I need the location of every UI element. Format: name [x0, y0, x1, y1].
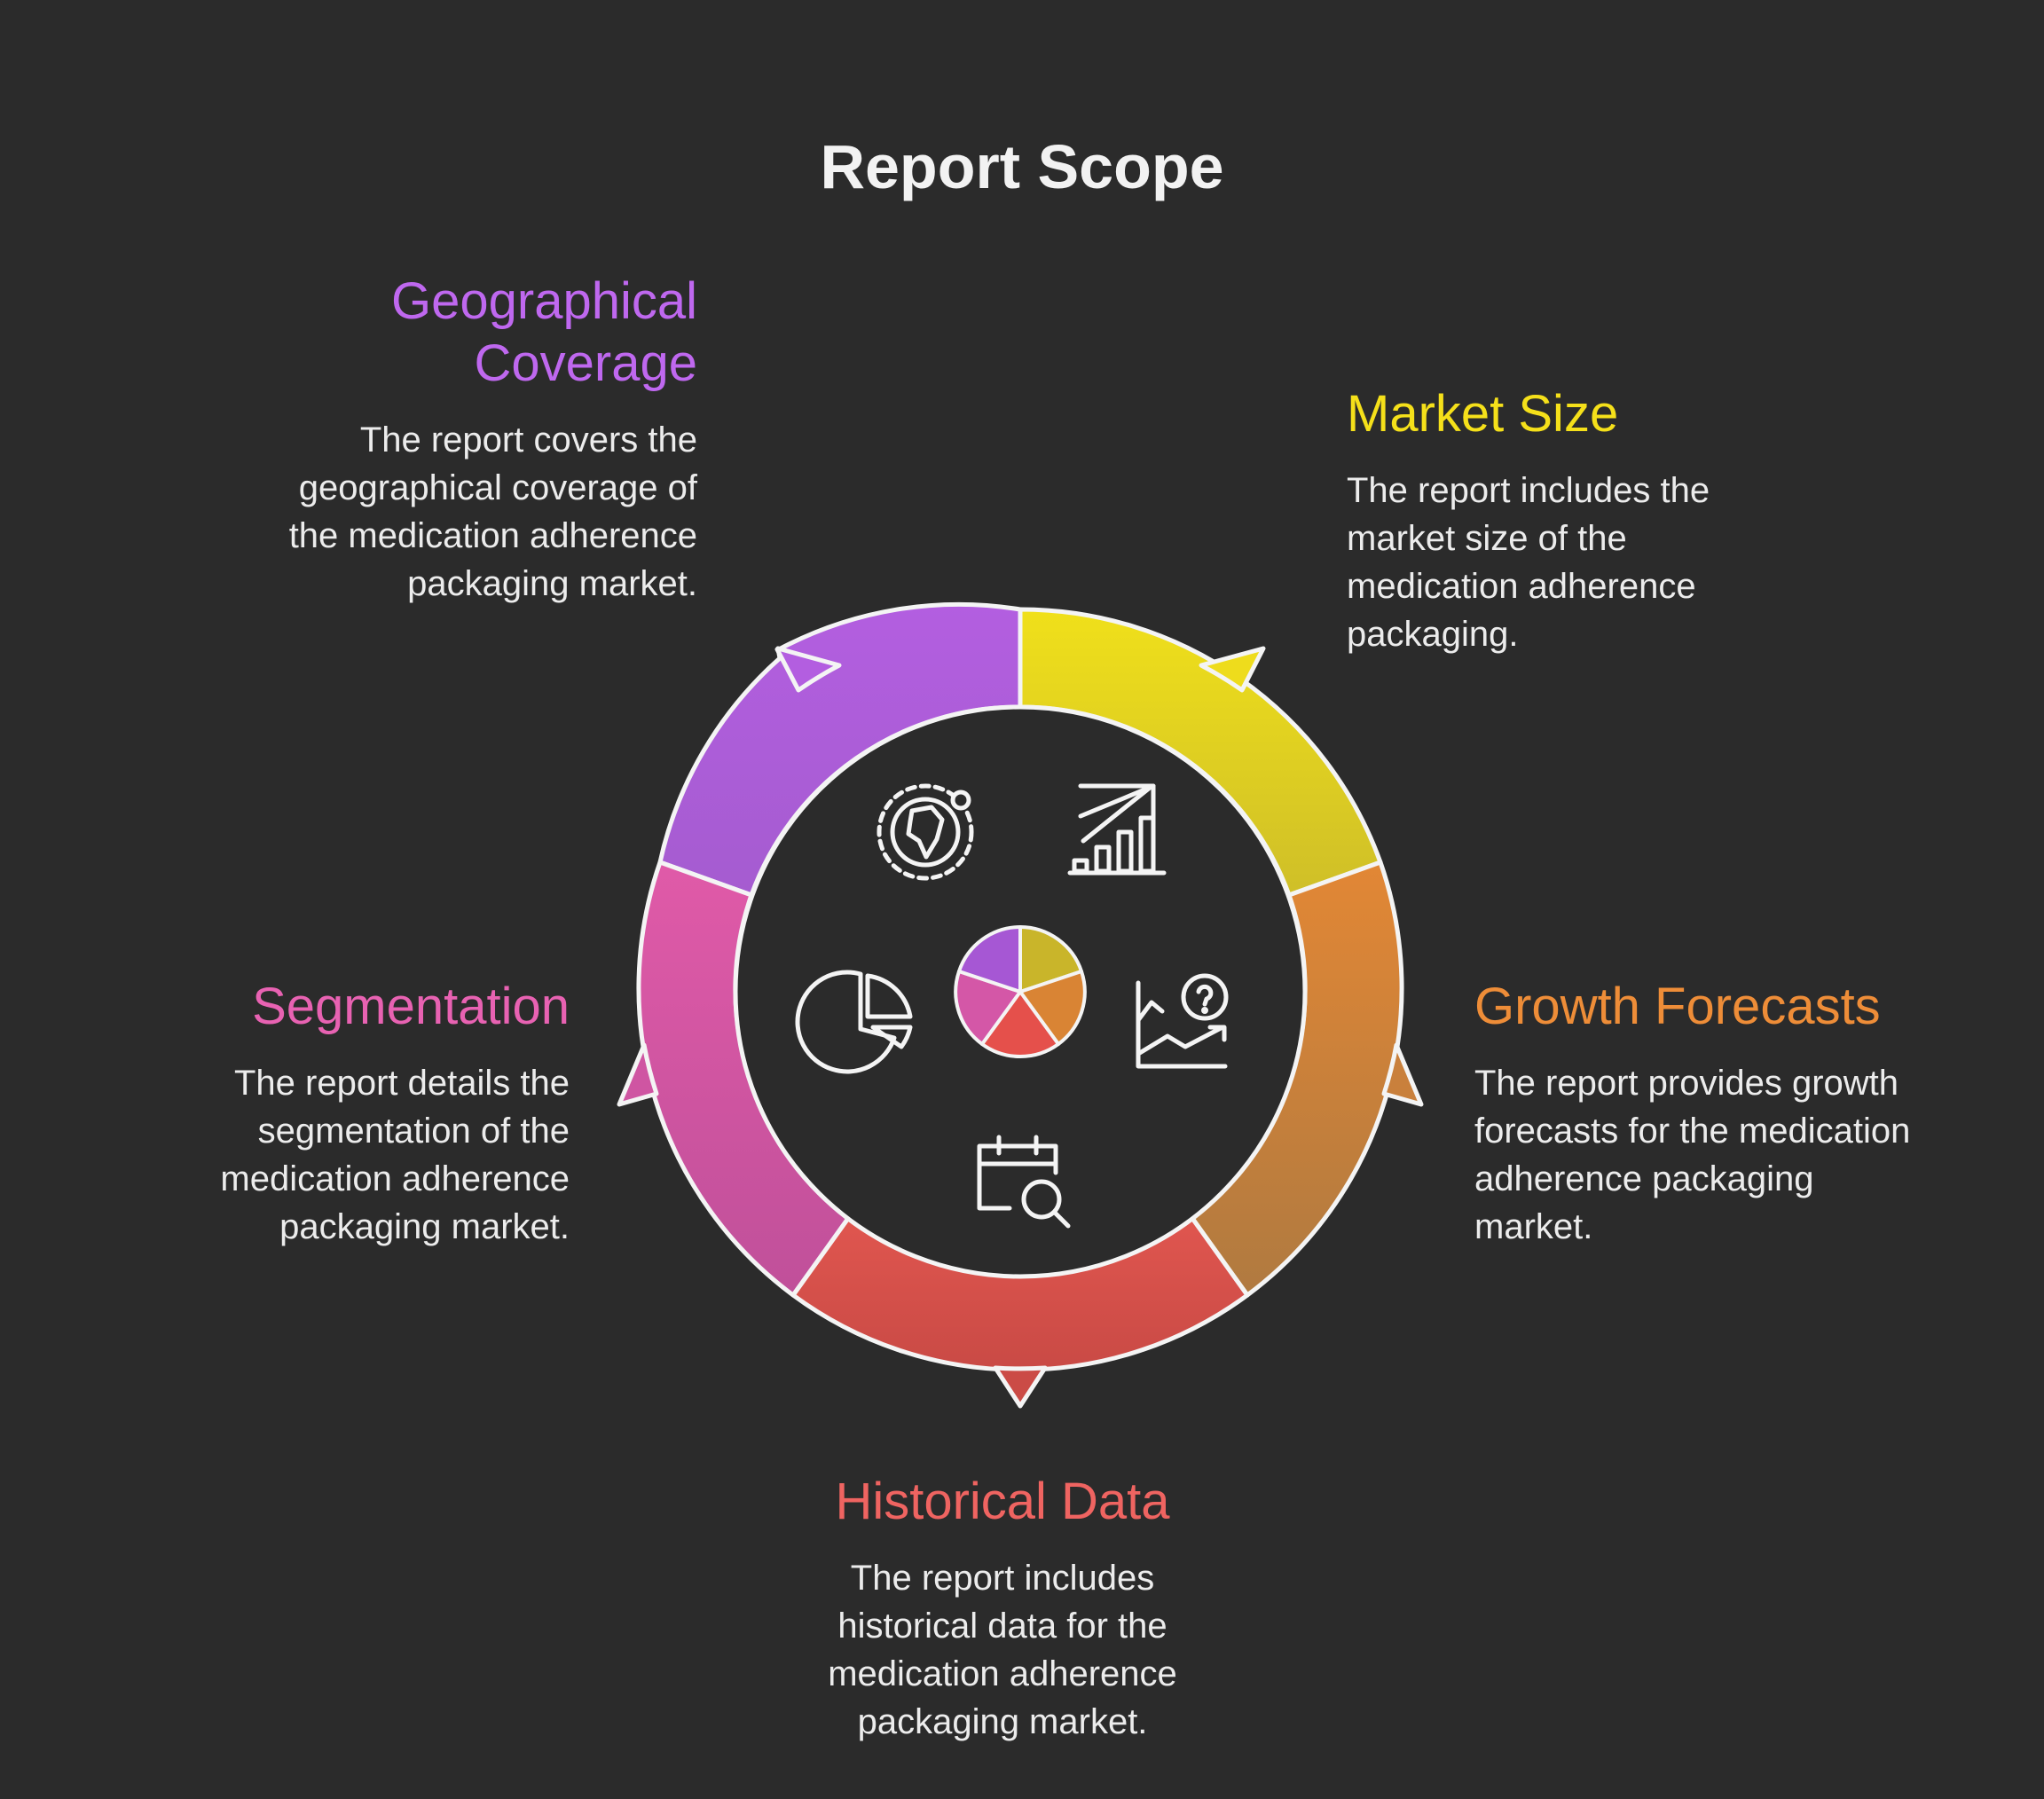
geographical-description: The report covers the geographical cover…: [288, 420, 697, 603]
pointer-market-size: [1199, 646, 1266, 693]
bar-growth-icon: [1067, 783, 1167, 876]
growth-heading: Growth Forecasts: [1474, 978, 1881, 1035]
segmentation-description: The report details the segmentation of t…: [220, 1064, 570, 1246]
section-growth: Growth Forecasts The report provides gro…: [1474, 976, 1936, 1251]
section-historical: Historical Data The report includes hist…: [790, 1471, 1215, 1746]
section-market-size: Market Size The report includes the mark…: [1347, 383, 1790, 658]
pie-segment-icon: [795, 970, 913, 1074]
pointer-growth: [1381, 1042, 1424, 1107]
section-segmentation: Segmentation The report details the segm…: [142, 976, 570, 1251]
center-pie-icon: [954, 925, 1087, 1058]
pointer-geographical: [774, 646, 842, 693]
market-size-heading: Market Size: [1347, 385, 1619, 443]
calendar-search-icon: [977, 1135, 1071, 1229]
page-title: Report Scope: [820, 132, 1224, 201]
forecast-chart-icon: [1136, 973, 1229, 1069]
historical-description: The report includes historical data for …: [828, 1559, 1177, 1741]
segmentation-heading: Segmentation: [252, 978, 570, 1035]
geographical-heading: Geographical Coverage: [391, 272, 697, 392]
growth-description: The report provides growth forecasts for…: [1474, 1064, 1911, 1246]
pointer-historical: [993, 1365, 1048, 1409]
pointer-segmentation: [617, 1042, 659, 1107]
historical-heading: Historical Data: [835, 1473, 1170, 1530]
globe-icon: [877, 783, 974, 881]
market-size-description: The report includes the market size of t…: [1347, 471, 1710, 654]
section-geographical: Geographical Coverage The report covers …: [266, 271, 697, 608]
